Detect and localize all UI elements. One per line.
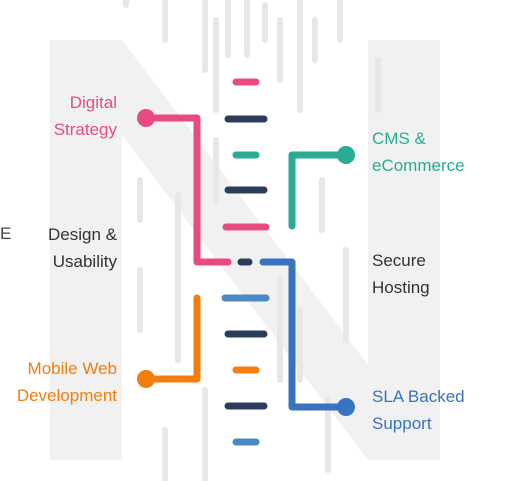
label-line: Mobile Web <box>27 359 117 378</box>
label-line: Usability <box>52 252 117 271</box>
label-line: Secure <box>372 251 426 270</box>
label-design-usability: Design & Usability <box>48 221 117 275</box>
label-line: Support <box>372 414 432 433</box>
mobile-node <box>137 370 155 388</box>
label-digital-strategy: Digital Strategy <box>54 89 117 143</box>
connector-cms <box>288 146 355 230</box>
label-sla-backed-support: SLA Backed Support <box>372 383 465 437</box>
label-secure-hosting: Secure Hosting <box>372 247 430 301</box>
edge-text-fragment: E <box>0 224 12 243</box>
label-line: Hosting <box>372 278 430 297</box>
digital-strategy-node <box>137 109 155 127</box>
label-line: CMS & <box>372 129 426 148</box>
cms-node <box>337 146 355 164</box>
label-line: Strategy <box>53 120 117 139</box>
label-mobile-web-development: Mobile Web Development <box>17 355 117 409</box>
label-line: Digital <box>69 93 117 112</box>
background-lines <box>123 0 381 481</box>
label-line: Development <box>16 386 117 405</box>
label-line: SLA Backed <box>372 387 465 406</box>
connector-digital-strategy <box>137 109 232 266</box>
label-cms-ecommerce: CMS & eCommerce <box>372 125 465 179</box>
center-dashes <box>221 78 270 446</box>
sla-node <box>337 398 355 416</box>
label-line: eCommerce <box>372 156 465 175</box>
connector-sla <box>259 258 355 416</box>
connector-mobile <box>137 294 201 388</box>
label-line: Design & <box>48 225 117 244</box>
